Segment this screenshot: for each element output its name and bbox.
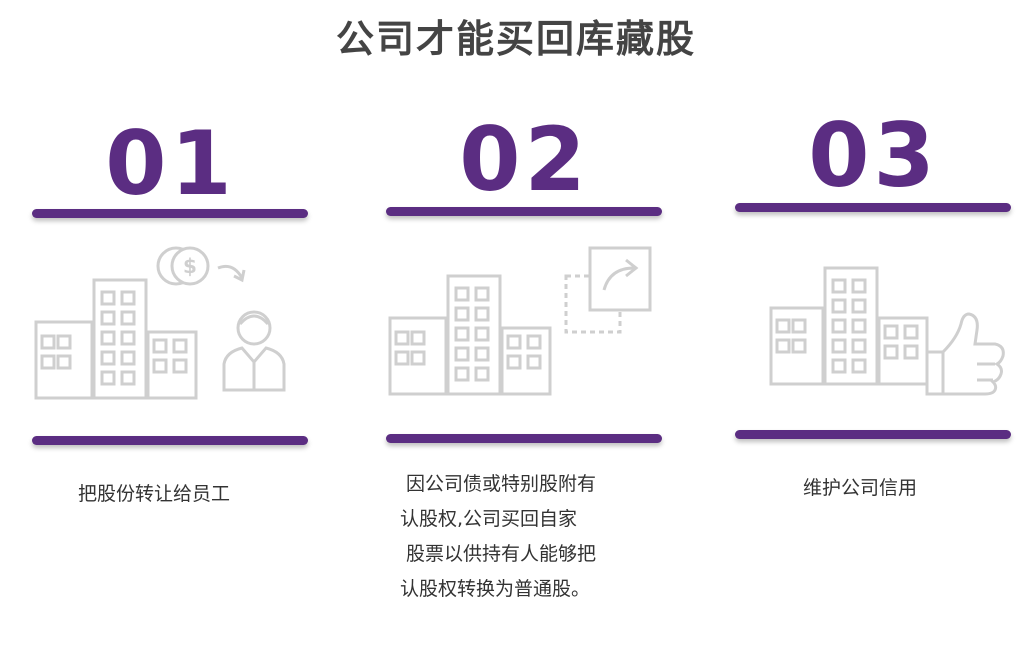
top-divider-1	[32, 209, 308, 218]
step-number-1: 01	[105, 112, 236, 215]
step-card-3: 03 维护公司信用	[731, 0, 1016, 650]
bottom-divider-2	[386, 434, 662, 443]
buildings-coin-to-employee-icon: $	[34, 246, 286, 400]
step-caption-2: 因公司债或特别股附有 认股权,公司买回自家 股票以供持有人能够把 认股权转换为普…	[400, 467, 596, 607]
step-caption-3: 维护公司信用	[803, 471, 917, 506]
bottom-divider-3	[735, 430, 1011, 439]
buildings-thumbs-up-icon	[769, 266, 1005, 396]
caption-line: 因公司债或特别股附有	[406, 473, 597, 495]
caption-line: 认股权转换为普通股。	[400, 578, 591, 600]
step-number-3: 03	[808, 104, 939, 207]
bottom-divider-1	[32, 436, 308, 445]
caption-line: 股票以供持有人能够把	[406, 543, 597, 565]
step-card-2: 02 因公司债或特别股附有 认股权,公司买回自家	[382, 0, 667, 650]
caption-line: 把股份转让给员工	[78, 483, 231, 505]
caption-line: 维护公司信用	[803, 477, 918, 499]
top-divider-3	[735, 203, 1011, 212]
step-card-1: 01 $	[28, 0, 313, 650]
top-divider-2	[386, 207, 662, 216]
step-caption-1: 把股份转让给员工	[78, 477, 230, 512]
step-number-2: 02	[459, 108, 590, 211]
caption-line: 认股权,公司买回自家	[400, 508, 578, 530]
page-title: 公司才能买回库藏股	[335, 17, 696, 61]
buildings-share-arrow-icon	[388, 246, 652, 396]
svg-text:$: $	[183, 254, 197, 278]
